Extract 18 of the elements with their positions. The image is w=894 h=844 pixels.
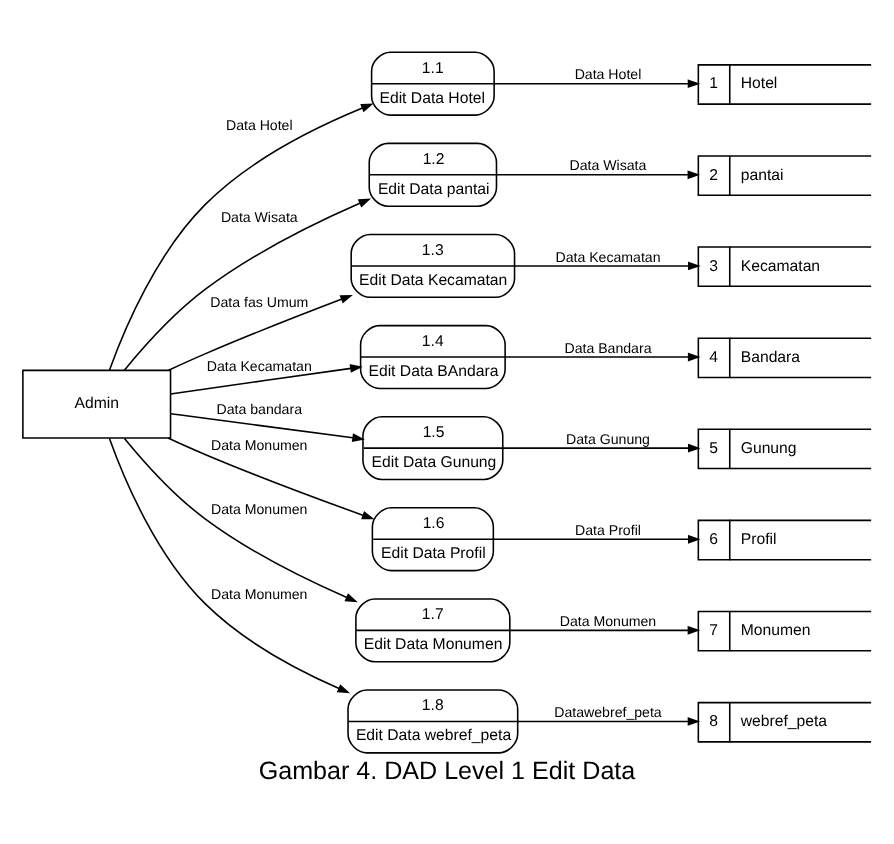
arrow xyxy=(517,716,701,725)
arrow xyxy=(167,293,353,370)
caption: Gambar 4. DAD Level 1 Edit Data xyxy=(258,756,636,785)
arrow xyxy=(496,169,701,179)
arrow xyxy=(123,436,358,602)
arrow xyxy=(514,260,701,270)
arrow xyxy=(509,624,701,634)
arrow xyxy=(123,197,372,370)
arrow xyxy=(492,533,701,543)
arrow xyxy=(502,442,701,452)
arrow xyxy=(169,411,365,442)
node-box: Admin xyxy=(22,368,172,438)
arrow xyxy=(108,436,351,693)
arrow xyxy=(108,102,374,370)
arrow xyxy=(167,436,375,519)
arrow xyxy=(504,351,701,361)
arrow xyxy=(493,78,701,88)
arrow xyxy=(169,363,363,394)
